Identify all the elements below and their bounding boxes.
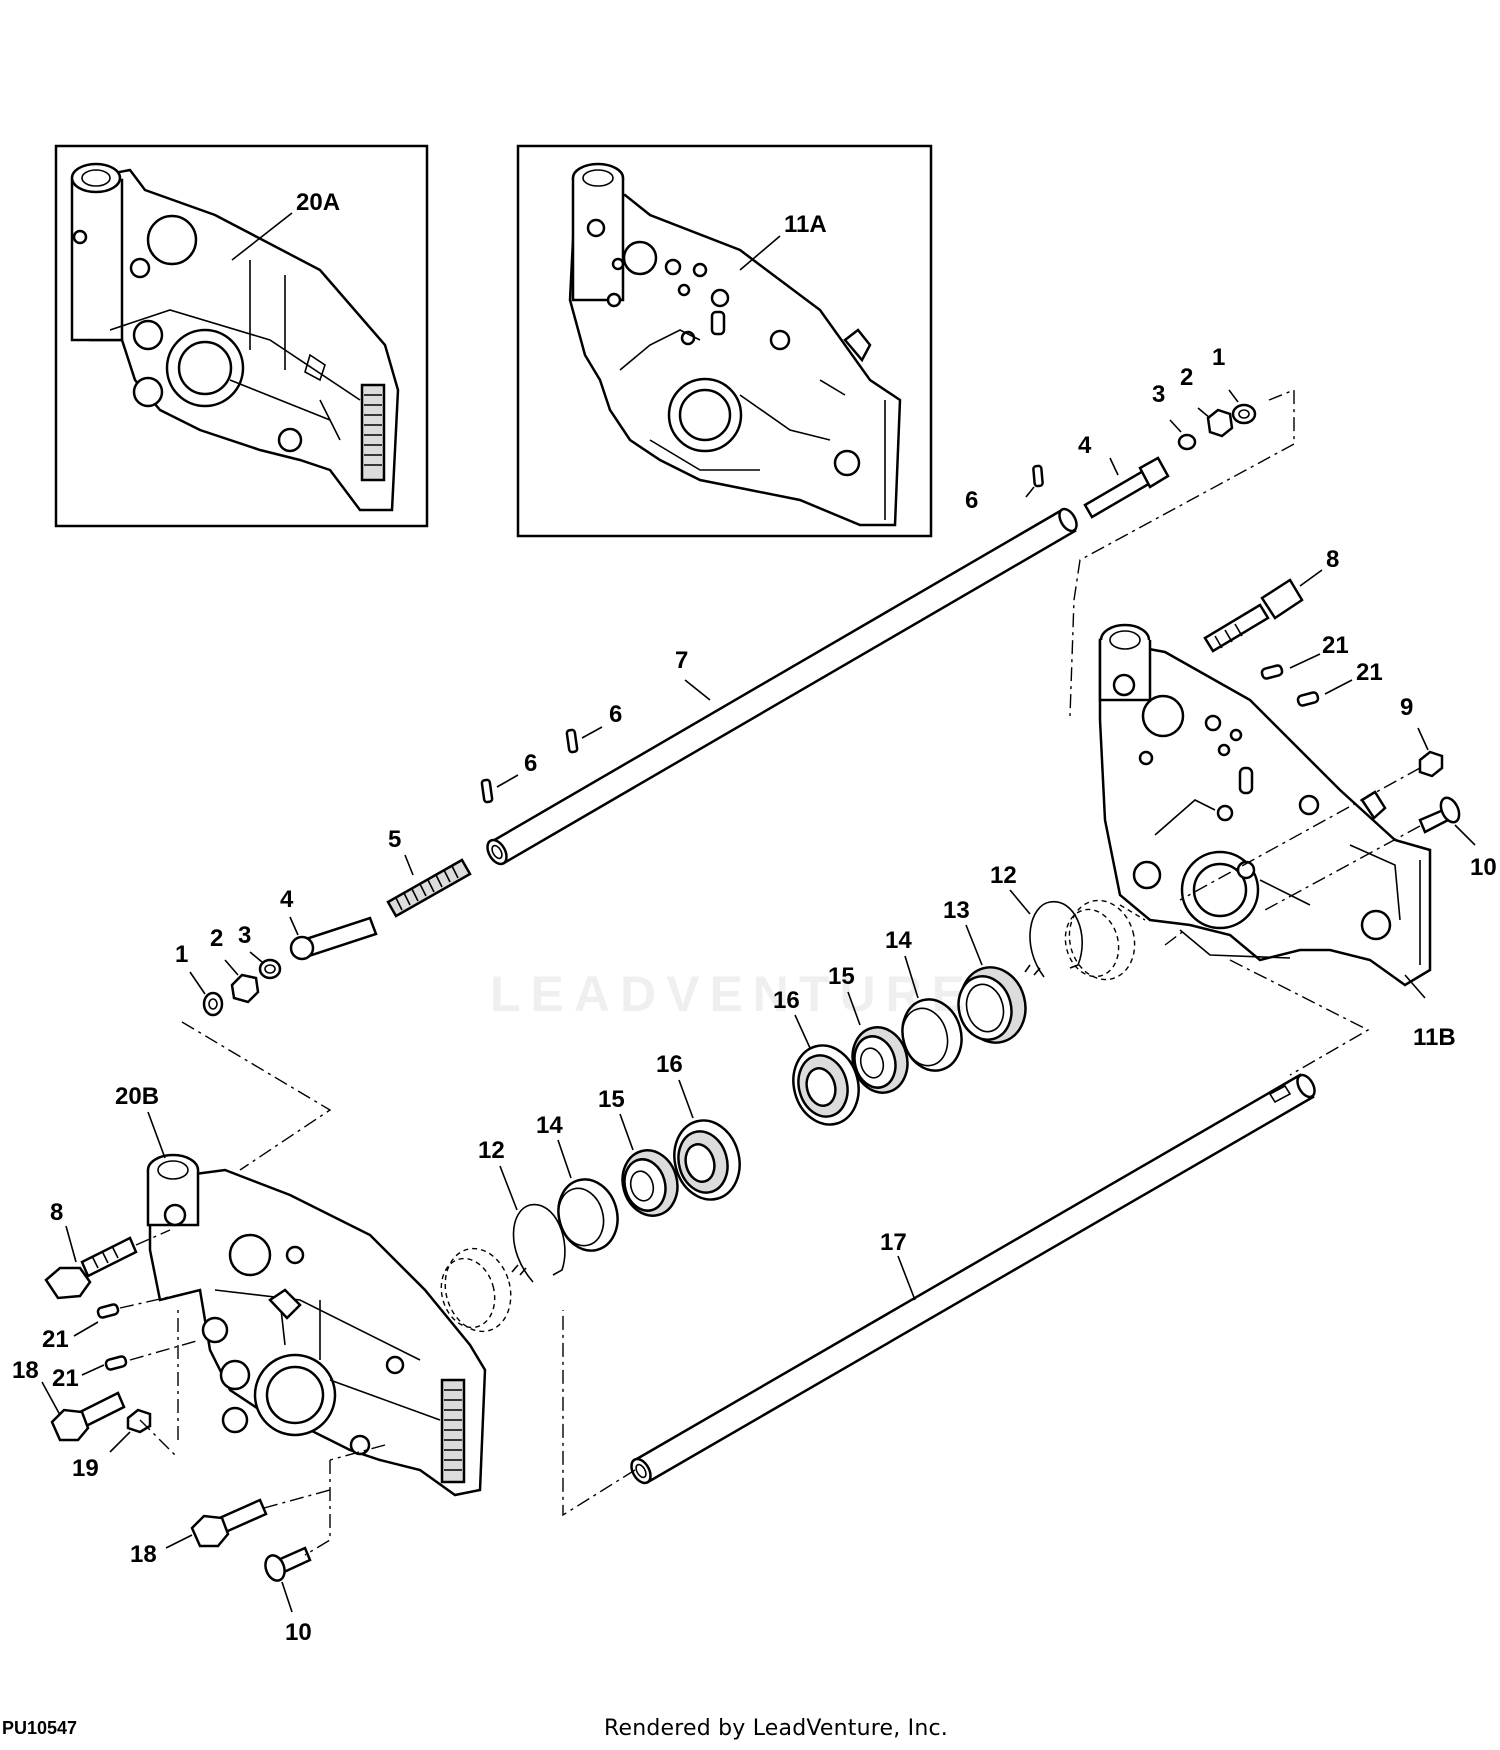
- callout-21-lower-a: 21: [42, 1326, 69, 1353]
- screw-10-upper: 10: [1418, 796, 1497, 881]
- spring-pins-6-middle: 6 6: [480, 701, 622, 804]
- callout-12-right: 12: [990, 862, 1017, 889]
- callout-7: 7: [675, 647, 688, 674]
- callout-21-lower-b: 21: [52, 1365, 79, 1392]
- side-plate-20A-illustration: [70, 162, 400, 512]
- side-plate-20B: 20B: [115, 1083, 487, 1497]
- right-bearing-stack: 12 13 14 15 16: [773, 862, 1146, 1126]
- lock-nut-3-lower: [258, 958, 282, 980]
- callout-3-upper: 3: [1152, 381, 1165, 408]
- nut-9: 9: [1400, 694, 1444, 778]
- callout-13: 13: [943, 897, 970, 924]
- callout-5: 5: [388, 826, 401, 853]
- callout-3-lower: 3: [238, 922, 251, 949]
- upper-right-hardware: 1 2 3 4 6: [965, 344, 1257, 519]
- callout-16-right: 16: [773, 987, 800, 1014]
- callout-2-lower: 2: [210, 925, 223, 952]
- dowels-21-upper: 21 21: [1260, 632, 1383, 707]
- left-bearing-stack: 16 15 14 12: [440, 1051, 741, 1333]
- callout-11A: 11A: [784, 211, 827, 238]
- callout-15-left: 15: [598, 1086, 625, 1113]
- bolt-8-lower: 8: [44, 1199, 138, 1300]
- callout-9: 9: [1400, 694, 1413, 721]
- callout-12-left: 12: [478, 1137, 505, 1164]
- callout-1-lower: 1: [175, 941, 188, 968]
- callout-2-upper: 2: [1180, 364, 1193, 391]
- callout-6-mid-b: 6: [524, 750, 537, 777]
- inset-11A: 11A: [516, 144, 933, 538]
- callout-21-upper-b: 21: [1356, 659, 1383, 686]
- callout-8-upper: 8: [1326, 546, 1339, 573]
- callout-6-mid-a: 6: [609, 701, 622, 728]
- nut-2-lower: [230, 973, 260, 1004]
- callout-15-right: 15: [828, 963, 855, 990]
- nut-2-upper: [1206, 408, 1234, 438]
- side-plate-11B: 11B: [1098, 623, 1456, 1051]
- left-hardware: 4 3 2 1: [175, 886, 378, 1017]
- shaft-17: 17: [630, 1073, 1316, 1485]
- lock-nut-3-upper: [1177, 433, 1197, 451]
- callout-10-upper: 10: [1470, 854, 1497, 881]
- callout-8-lower: 8: [50, 1199, 63, 1226]
- side-plate-11A-illustration: [568, 162, 902, 527]
- callout-4-upper: 4: [1078, 432, 1092, 459]
- callout-11B: 11B: [1413, 1024, 1456, 1051]
- callout-14-right: 14: [885, 927, 912, 954]
- callout-18-upper: 18: [12, 1357, 39, 1384]
- callout-1-upper: 1: [1212, 344, 1225, 371]
- bolt-8-upper: 8: [1203, 546, 1339, 653]
- watermark: LEADVENTURE: [490, 966, 976, 1022]
- bolt-18-lower-and-screw-10: 18 10: [130, 1498, 312, 1646]
- callout-10-lower: 10: [285, 1619, 312, 1646]
- callout-20A: 20A: [296, 189, 340, 216]
- shaft-7: 7: [486, 507, 1078, 866]
- callout-16-left: 16: [656, 1051, 683, 1078]
- diagram-id: PU10547: [2, 1718, 78, 1738]
- callout-14-left: 14: [536, 1112, 563, 1139]
- callout-6-upper: 6: [965, 487, 978, 514]
- callout-19: 19: [72, 1455, 99, 1482]
- washer-1-lower: [202, 991, 224, 1017]
- spring-pin-6-upper: [1032, 464, 1044, 488]
- dowels-21-lower: 21 21: [42, 1303, 128, 1392]
- callout-21-upper-a: 21: [1322, 632, 1349, 659]
- render-credit: Rendered by LeadVenture, Inc.: [604, 1716, 948, 1741]
- bolt-18-and-nut-19: 18 19: [12, 1357, 152, 1482]
- callout-4-lower: 4: [280, 886, 294, 913]
- pin-4-upper: [1083, 468, 1154, 519]
- callout-20B: 20B: [115, 1083, 159, 1110]
- callout-18-lower: 18: [130, 1541, 157, 1568]
- washer-1-upper: [1231, 403, 1257, 425]
- inset-20A: 20A: [54, 144, 429, 528]
- spring-5: 5: [386, 826, 472, 918]
- callout-17: 17: [880, 1229, 907, 1256]
